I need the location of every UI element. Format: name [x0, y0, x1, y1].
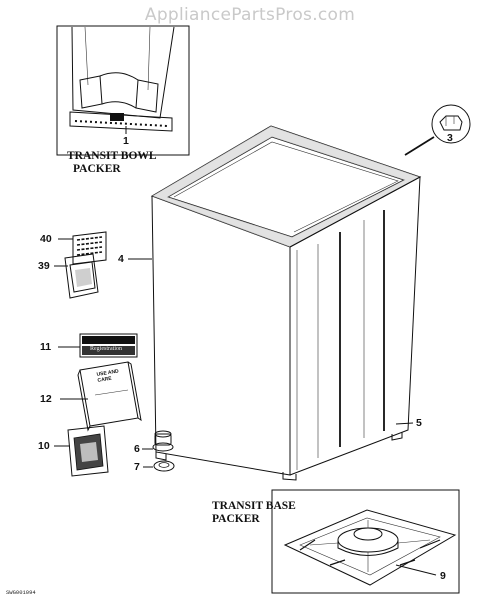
transit-base-caption-line2: PACKER	[212, 513, 260, 525]
callout-1: 1	[123, 135, 129, 147]
transit-base-caption-line1: TRANSIT BASE	[212, 500, 296, 512]
callout-3: 3	[447, 132, 453, 144]
transit-bowl-caption-line1: TRANSIT BOWL	[67, 150, 157, 162]
callout-7: 7	[134, 461, 140, 473]
callout-12: 12	[40, 393, 52, 405]
registration-card-text: Regiestration	[90, 346, 122, 352]
part-39-parts-bag	[54, 253, 99, 299]
washer-cabinet	[128, 125, 422, 481]
callout-9: 9	[440, 570, 446, 582]
part-10-parts-bag	[54, 425, 109, 477]
drawing-code: SWG001094	[6, 589, 36, 596]
transit-base-caption: TRANSIT BASE PACKER	[212, 500, 296, 526]
transit-bowl-caption: TRANSIT BOWL PACKER	[67, 150, 157, 176]
part-6-cap	[142, 430, 174, 452]
callout-4: 4	[118, 253, 124, 265]
callout-10: 10	[38, 440, 50, 452]
transit-bowl-packer-inset	[56, 25, 190, 156]
part-40-label-sheet	[58, 231, 107, 265]
transit-bowl-caption-line2: PACKER	[73, 163, 121, 175]
part-11-registration-card	[58, 333, 138, 358]
callout-39: 39	[38, 260, 50, 272]
callout-6: 6	[134, 443, 140, 455]
part-3-clip-callout	[404, 104, 471, 156]
callout-5: 5	[416, 417, 422, 429]
callout-11: 11	[40, 341, 52, 353]
part-7-ring	[143, 460, 175, 472]
transit-base-packer-inset	[271, 489, 460, 594]
watermark: AppliancePartsPros.com	[144, 5, 356, 25]
callout-40: 40	[40, 233, 52, 245]
